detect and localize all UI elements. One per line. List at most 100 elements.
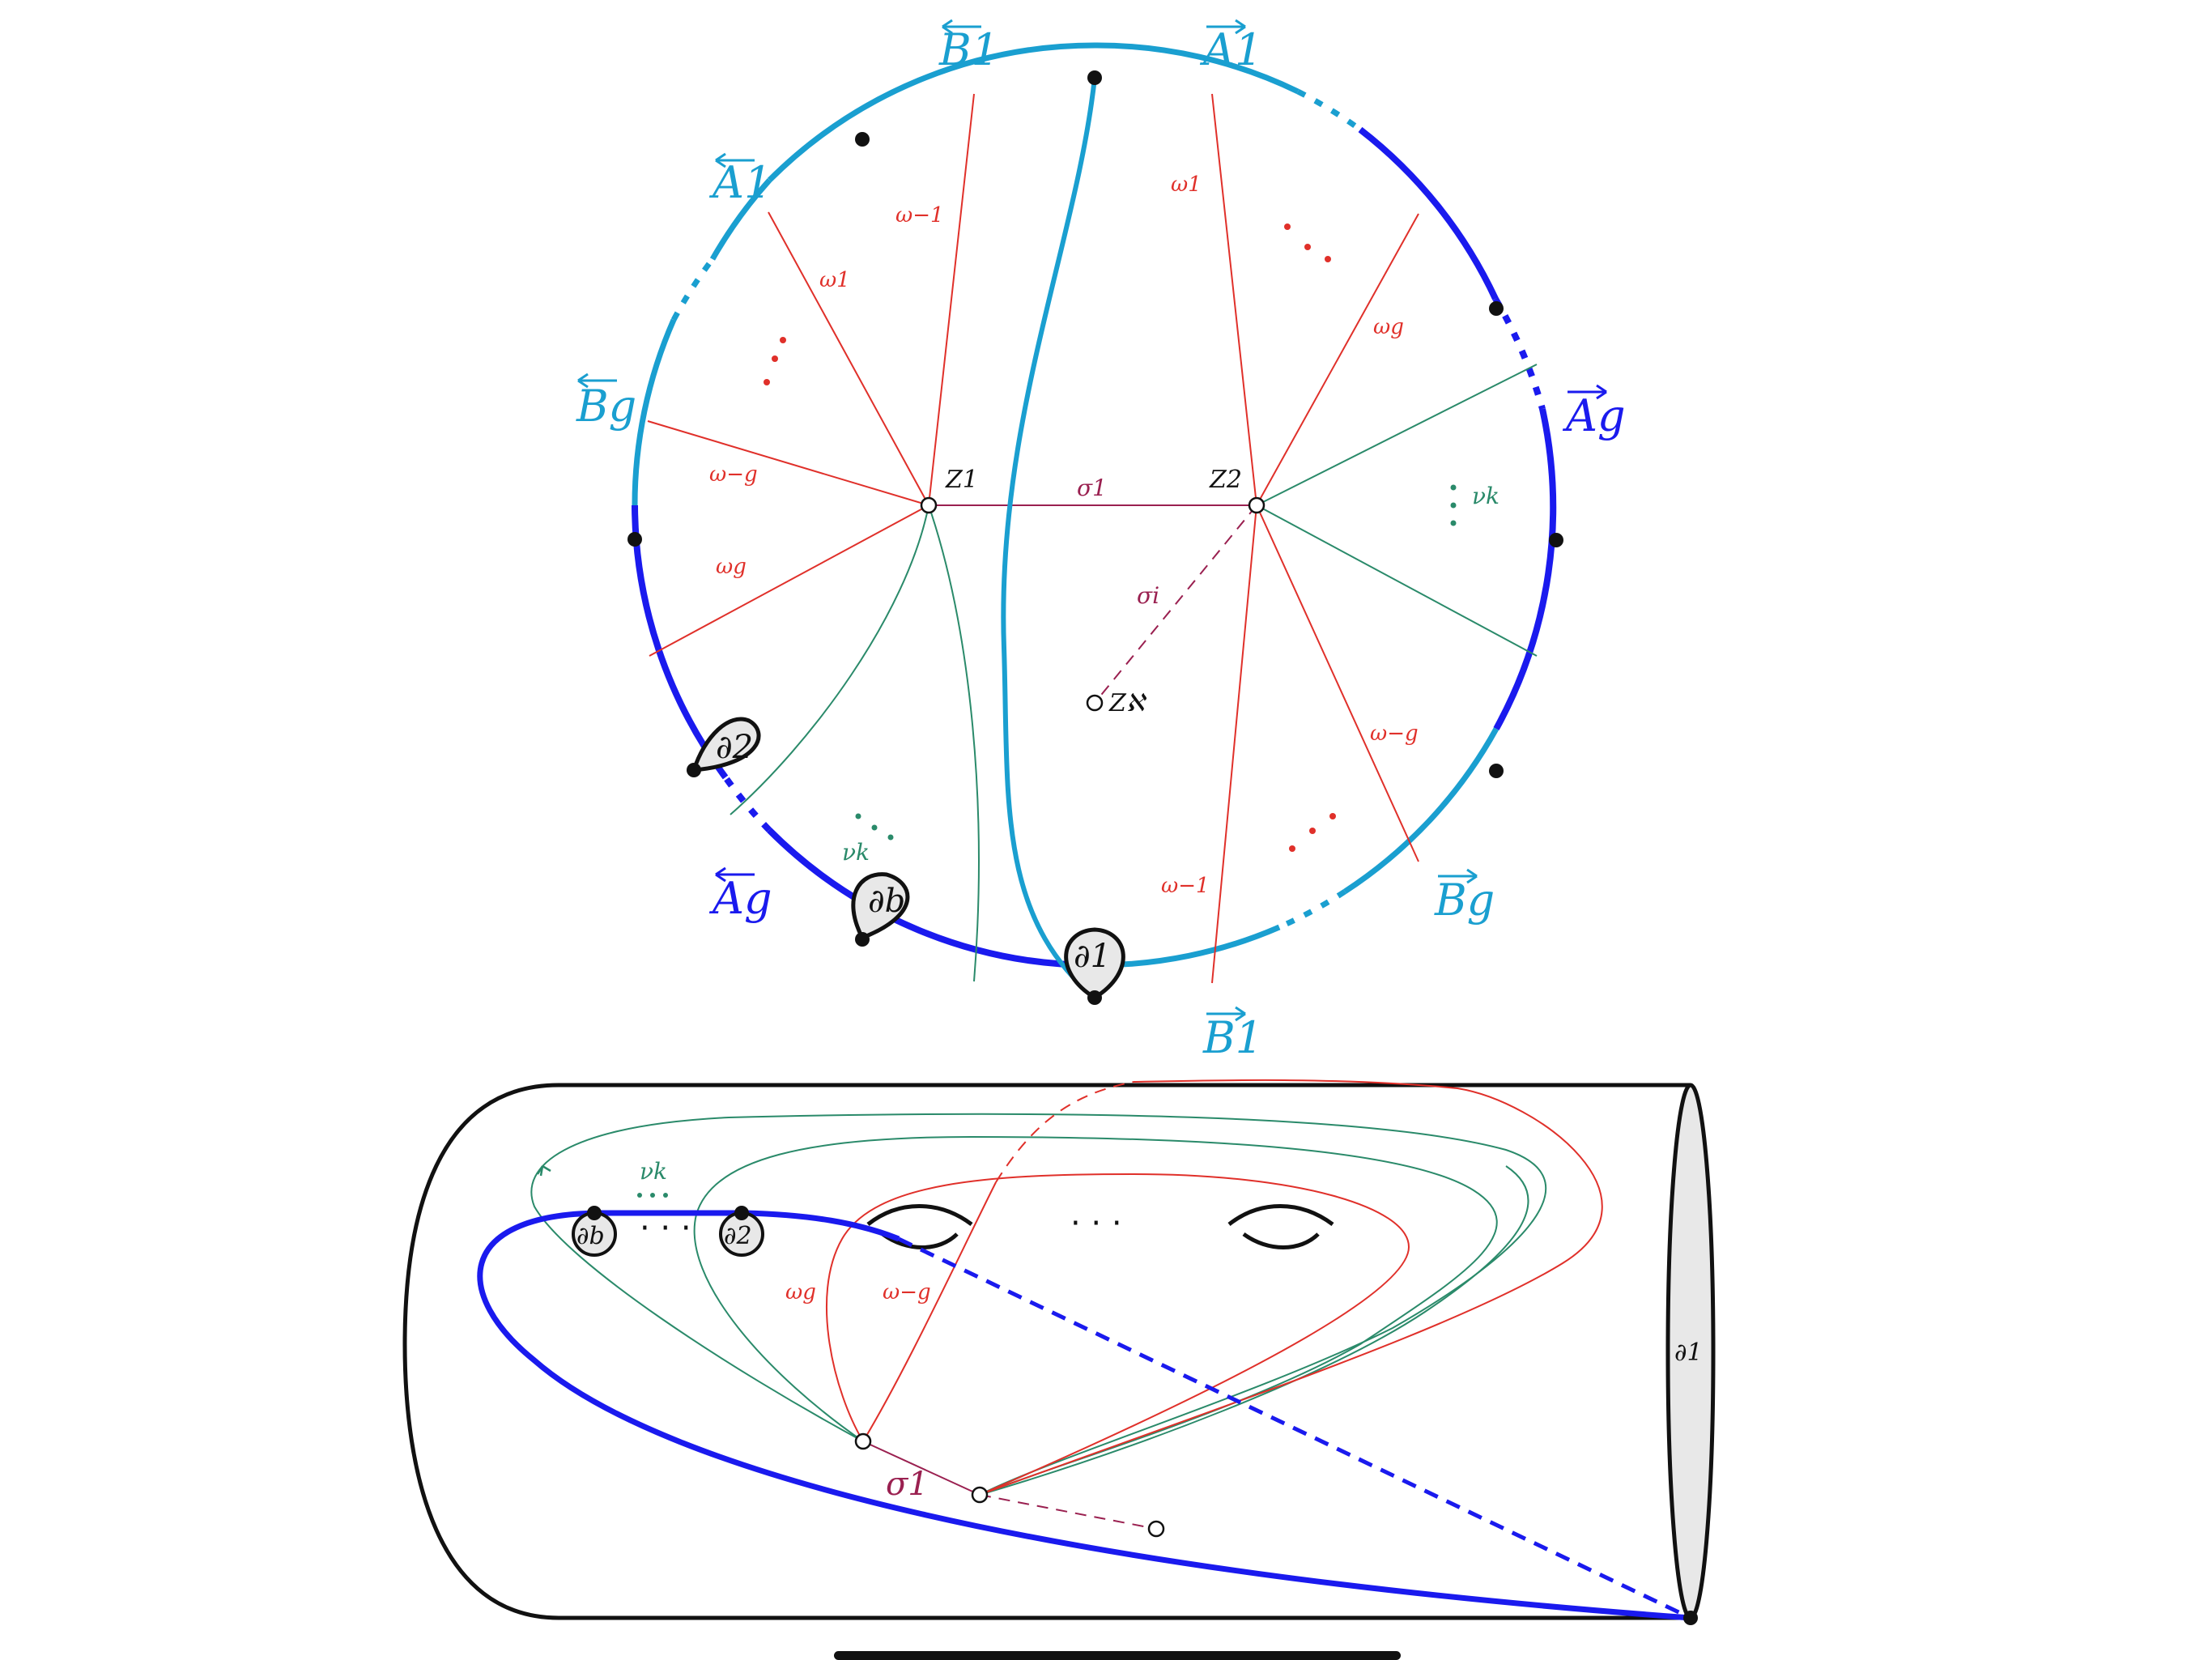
vertex-left [627,532,642,547]
cyl-vertex-base [1683,1611,1698,1625]
cyl-omega-g-curve [825,1173,1410,1496]
omega-mg-left-line [647,420,929,506]
label-cyl-boundary-b: ∂b [576,1222,605,1250]
green-ellipsis-right [1450,484,1457,526]
red-ellipsis-right-bottom [1289,813,1336,852]
label-arrows [577,19,1607,1022]
arc-bg-dotted [1278,889,1346,930]
arc-ag-bottom-dotted [722,775,772,832]
label-omega1-left: ω1 [819,268,850,292]
cut-curve [1001,77,1097,1000]
arc-ag-bottom [767,828,1095,968]
label-cyl-boundary-2: ∂2 [724,1222,752,1250]
vertex-lower-right [1489,764,1504,778]
label-boundary-b: ∂b [868,883,905,920]
arc-ag-upper [1358,126,1499,300]
nu-k-left-curve-1 [730,504,929,815]
cyl-z-aleph-point [1147,1520,1165,1538]
arc-ag-lower [1493,408,1557,730]
boundary-1-loop [1064,927,1125,1000]
boundary-2-loop [691,717,761,773]
cyl-nu-arrow [536,1164,551,1177]
vertex-right [1549,533,1563,547]
label-z-aleph: Zℵ [1108,689,1147,717]
z2-point [1248,496,1266,514]
nu-k-right-line-2 [1256,504,1538,657]
omega-mg-right-line [1256,504,1419,862]
cyl-omega-mg-curve [862,1181,997,1442]
cyl-nu-curve-1 [530,1113,1547,1496]
label-omega-g-right: ωg [1373,315,1404,339]
cylinder-outline [402,1083,1691,1620]
disk-figure: B1 A1 A1 Ag Bg Ag Bg B1 Z1 Z2 Zℵ σ1 σi ω… [576,19,1626,1063]
cyl-cut-curve-top [744,1210,900,1242]
cyl-z2-point [971,1486,989,1504]
green-ellipsis-left [855,813,894,841]
vertex-bottom-left [855,932,870,947]
cyl-cut-curve [477,1210,1691,1621]
omega-m1-right-line [1211,504,1257,984]
arc-bg-left [632,318,677,506]
label-cyl-sigma1: σ1 [886,1466,929,1503]
label-omega1-right: ω1 [1171,172,1202,197]
z1-point [920,496,938,514]
label-b1-fwd: B1 [1202,1012,1263,1063]
cyl-sigma-i-line [979,1494,1157,1530]
label-omega-g-left: ωg [716,555,747,579]
arc-bg-right [1343,727,1499,894]
vertex-upper-right [1489,301,1504,316]
boundary-b-loop [851,872,910,941]
handle-2 [1227,1204,1334,1249]
red-ellipsis-left [764,337,786,385]
red-ellipsis-right-top [1284,223,1331,262]
cyl-nu-curve-2 [693,1135,1498,1496]
nu-k-right-line-1 [1256,364,1538,506]
label-cyl-omega-g: ωg [785,1280,816,1305]
arc-ag-dotted [1492,296,1546,411]
cyl-omega-mg-back [995,1081,1134,1183]
vertex-top [1087,70,1102,85]
label-bg-back: Bg [576,381,636,432]
label-boundary-1: ∂1 [1074,938,1111,975]
label-b1-back: B1 [938,24,999,75]
handle-1 [866,1204,973,1249]
cylinder-figure: ∂1 · · · ∂b ∂2 · · · νk [402,1079,1716,1625]
label-sigma1: σ1 [1077,475,1107,501]
omega-g-right-line [1256,213,1419,506]
label-a1-fwd: A1 [1199,24,1262,75]
label-omega-m1-left: ω−1 [895,203,944,228]
arc-a1-left [709,178,772,261]
label-cyl-dots-mid: · · · [1070,1205,1122,1242]
home-indicator[interactable] [834,1651,1401,1660]
cyl-z1-point [854,1432,872,1450]
z-aleph-point [1086,694,1104,712]
omega-g-left-line [649,504,929,657]
label-cyl-nu-k: νk [640,1158,667,1185]
label-ag-back: Ag [708,873,772,924]
omega-m1-left-line [928,93,975,506]
cyl-green-ellipsis [637,1193,668,1198]
vertex-upper-left [855,132,870,147]
sigma-i-line [1094,504,1257,704]
arc-b1-top [1094,42,1300,95]
cyl-vertex-b [587,1206,602,1220]
label-boundary-2: ∂2 [716,729,753,766]
label-sigma-i: σi [1137,582,1159,609]
cyl-nu-curve-3 [979,1165,1529,1496]
arc-a1-back [767,42,1095,182]
label-cyl-dots-left: · · · [640,1210,691,1247]
label-omega-mg-right: ω−g [1370,721,1419,746]
arc-a1-dotted [1296,88,1363,132]
cyl-omega-outer-curve [979,1079,1603,1496]
label-omega-mg-left: ω−g [709,462,758,487]
vertex-bottom [1087,990,1102,1005]
vertex-lower-left [687,763,701,777]
label-nu-k-left: νk [842,839,870,866]
nu-k-left-curve-2 [928,504,980,982]
label-ag-fwd: Ag [1562,390,1626,441]
cyl-cut-curve-dashed [897,1236,1692,1620]
omega1-left-line [768,211,929,506]
label-a1-back: A1 [708,157,772,208]
label-omega-m1-right: ω−1 [1161,874,1210,898]
